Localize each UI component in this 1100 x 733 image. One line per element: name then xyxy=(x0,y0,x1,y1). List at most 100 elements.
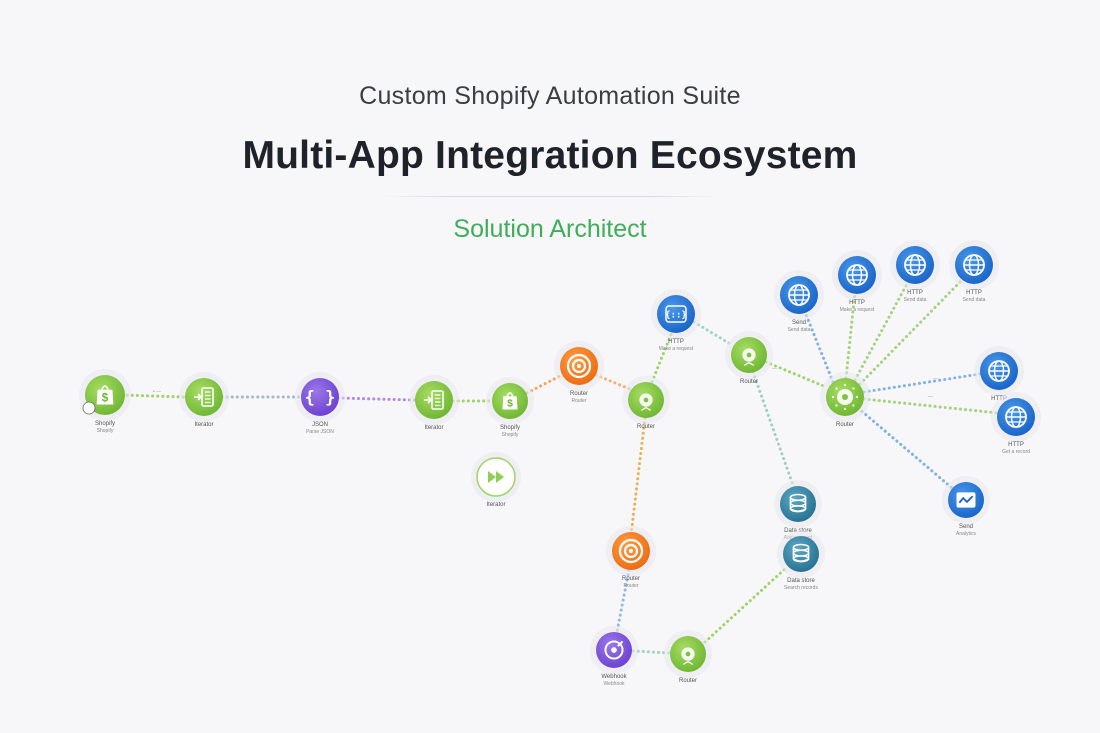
globe-icon xyxy=(963,254,985,276)
node-sublabel: Shopify xyxy=(97,428,114,434)
node-label: HTTP xyxy=(668,339,684,345)
node-label: Send xyxy=(959,524,973,530)
page-title: Multi-App Integration Ecosystem xyxy=(242,134,858,177)
node-label: HTTP xyxy=(849,300,865,306)
link-hub-web6 xyxy=(862,397,1000,415)
link-hub-web3 xyxy=(853,280,910,382)
link-hub-web2 xyxy=(844,290,857,380)
globe-icon xyxy=(788,284,810,306)
node-router-green-3[interactable]: Router xyxy=(664,630,712,684)
router-dot-icon xyxy=(742,348,756,366)
http-brackets-icon: {::} xyxy=(665,305,687,323)
link-tracker-router3 xyxy=(631,649,672,655)
node-label: Router xyxy=(740,379,758,385)
node-sublabel: Search records xyxy=(784,585,818,591)
node-iterator-2[interactable]: Iterator xyxy=(409,375,459,431)
link-http-router xyxy=(692,320,734,347)
title-divider xyxy=(380,196,720,197)
globe-icon xyxy=(1005,406,1027,428)
fast-forward-icon xyxy=(488,471,504,483)
tracker-icon xyxy=(604,640,624,660)
node-hub-router[interactable]: Router xyxy=(820,372,870,428)
svg-text:{::}: {::} xyxy=(665,311,687,321)
database-icon xyxy=(789,493,807,513)
node-sublabel: Parse JSON xyxy=(306,429,334,435)
node-label: Webhook xyxy=(601,674,627,680)
svg-text:{ }: { } xyxy=(305,388,336,408)
node-circle xyxy=(301,378,339,416)
node-circle xyxy=(657,295,695,333)
node-label: Send xyxy=(792,320,806,326)
node-label: Router xyxy=(622,576,640,582)
shopify-bag-icon: $ xyxy=(96,385,114,405)
link-hub-web4 xyxy=(858,278,964,386)
node-sublabel: Router xyxy=(571,398,586,404)
link-hub-web1 xyxy=(803,310,835,384)
link-shopify-router xyxy=(525,373,564,395)
node-label: Iterator xyxy=(486,502,505,508)
node-sublabel: Make a request xyxy=(659,346,694,352)
target-icon xyxy=(618,538,644,564)
database-icon xyxy=(792,543,810,563)
node-sublabel: Send data xyxy=(788,327,811,333)
link-hub-web5 xyxy=(862,372,982,394)
node-sublabel: Shopify xyxy=(502,432,519,438)
node-router-green-2[interactable]: Router xyxy=(725,331,773,385)
link-shopify-iterator xyxy=(120,393,187,399)
connector-tick: — xyxy=(933,376,938,382)
node-label: Router xyxy=(570,391,588,397)
json-brackets-icon: { } xyxy=(305,388,336,408)
list-arrow-icon xyxy=(194,387,214,407)
link-router3-db2 xyxy=(703,566,788,644)
node-iterator-1[interactable]: Iterator xyxy=(179,372,229,428)
node-label: Data store xyxy=(787,578,815,584)
router-dot-icon xyxy=(681,647,695,665)
role-label: Solution Architect xyxy=(453,215,647,243)
node-label: JSON xyxy=(312,422,328,428)
node-label: Iterator xyxy=(194,422,213,428)
svg-text:$: $ xyxy=(507,399,513,410)
node-sublabel: Send data xyxy=(904,297,927,303)
node-router-green-1[interactable]: Router xyxy=(622,376,670,430)
link-router-orange2 xyxy=(629,416,647,537)
node-label: HTTP xyxy=(907,290,923,296)
node-play-node[interactable]: Iterator xyxy=(471,452,521,508)
connector-tick: — xyxy=(772,366,777,372)
connector-tick: — xyxy=(928,394,933,400)
hub-router-icon xyxy=(831,383,859,411)
link-router-router xyxy=(594,373,634,392)
node-sublabel: Webhook xyxy=(603,681,625,687)
node-label: Shopify xyxy=(95,421,115,427)
globe-icon xyxy=(904,254,926,276)
node-label: Shopify xyxy=(500,425,520,431)
suite-subtitle: Custom Shopify Automation Suite xyxy=(359,82,741,110)
link-router-http xyxy=(650,330,674,384)
node-label: Iterator xyxy=(424,425,443,431)
target-icon xyxy=(566,353,592,379)
shopify-bag-icon: $ xyxy=(502,392,518,410)
node-sublabel: Analytics xyxy=(956,531,977,537)
list-arrow-icon xyxy=(424,390,444,410)
globe-icon xyxy=(846,264,868,286)
node-circle xyxy=(780,486,816,522)
node-label: Router xyxy=(836,422,854,428)
node-label: Router xyxy=(679,678,697,684)
router-dot-icon xyxy=(639,393,653,411)
node-sublabel: Make a request xyxy=(840,307,875,313)
link-router-db1 xyxy=(751,370,796,490)
